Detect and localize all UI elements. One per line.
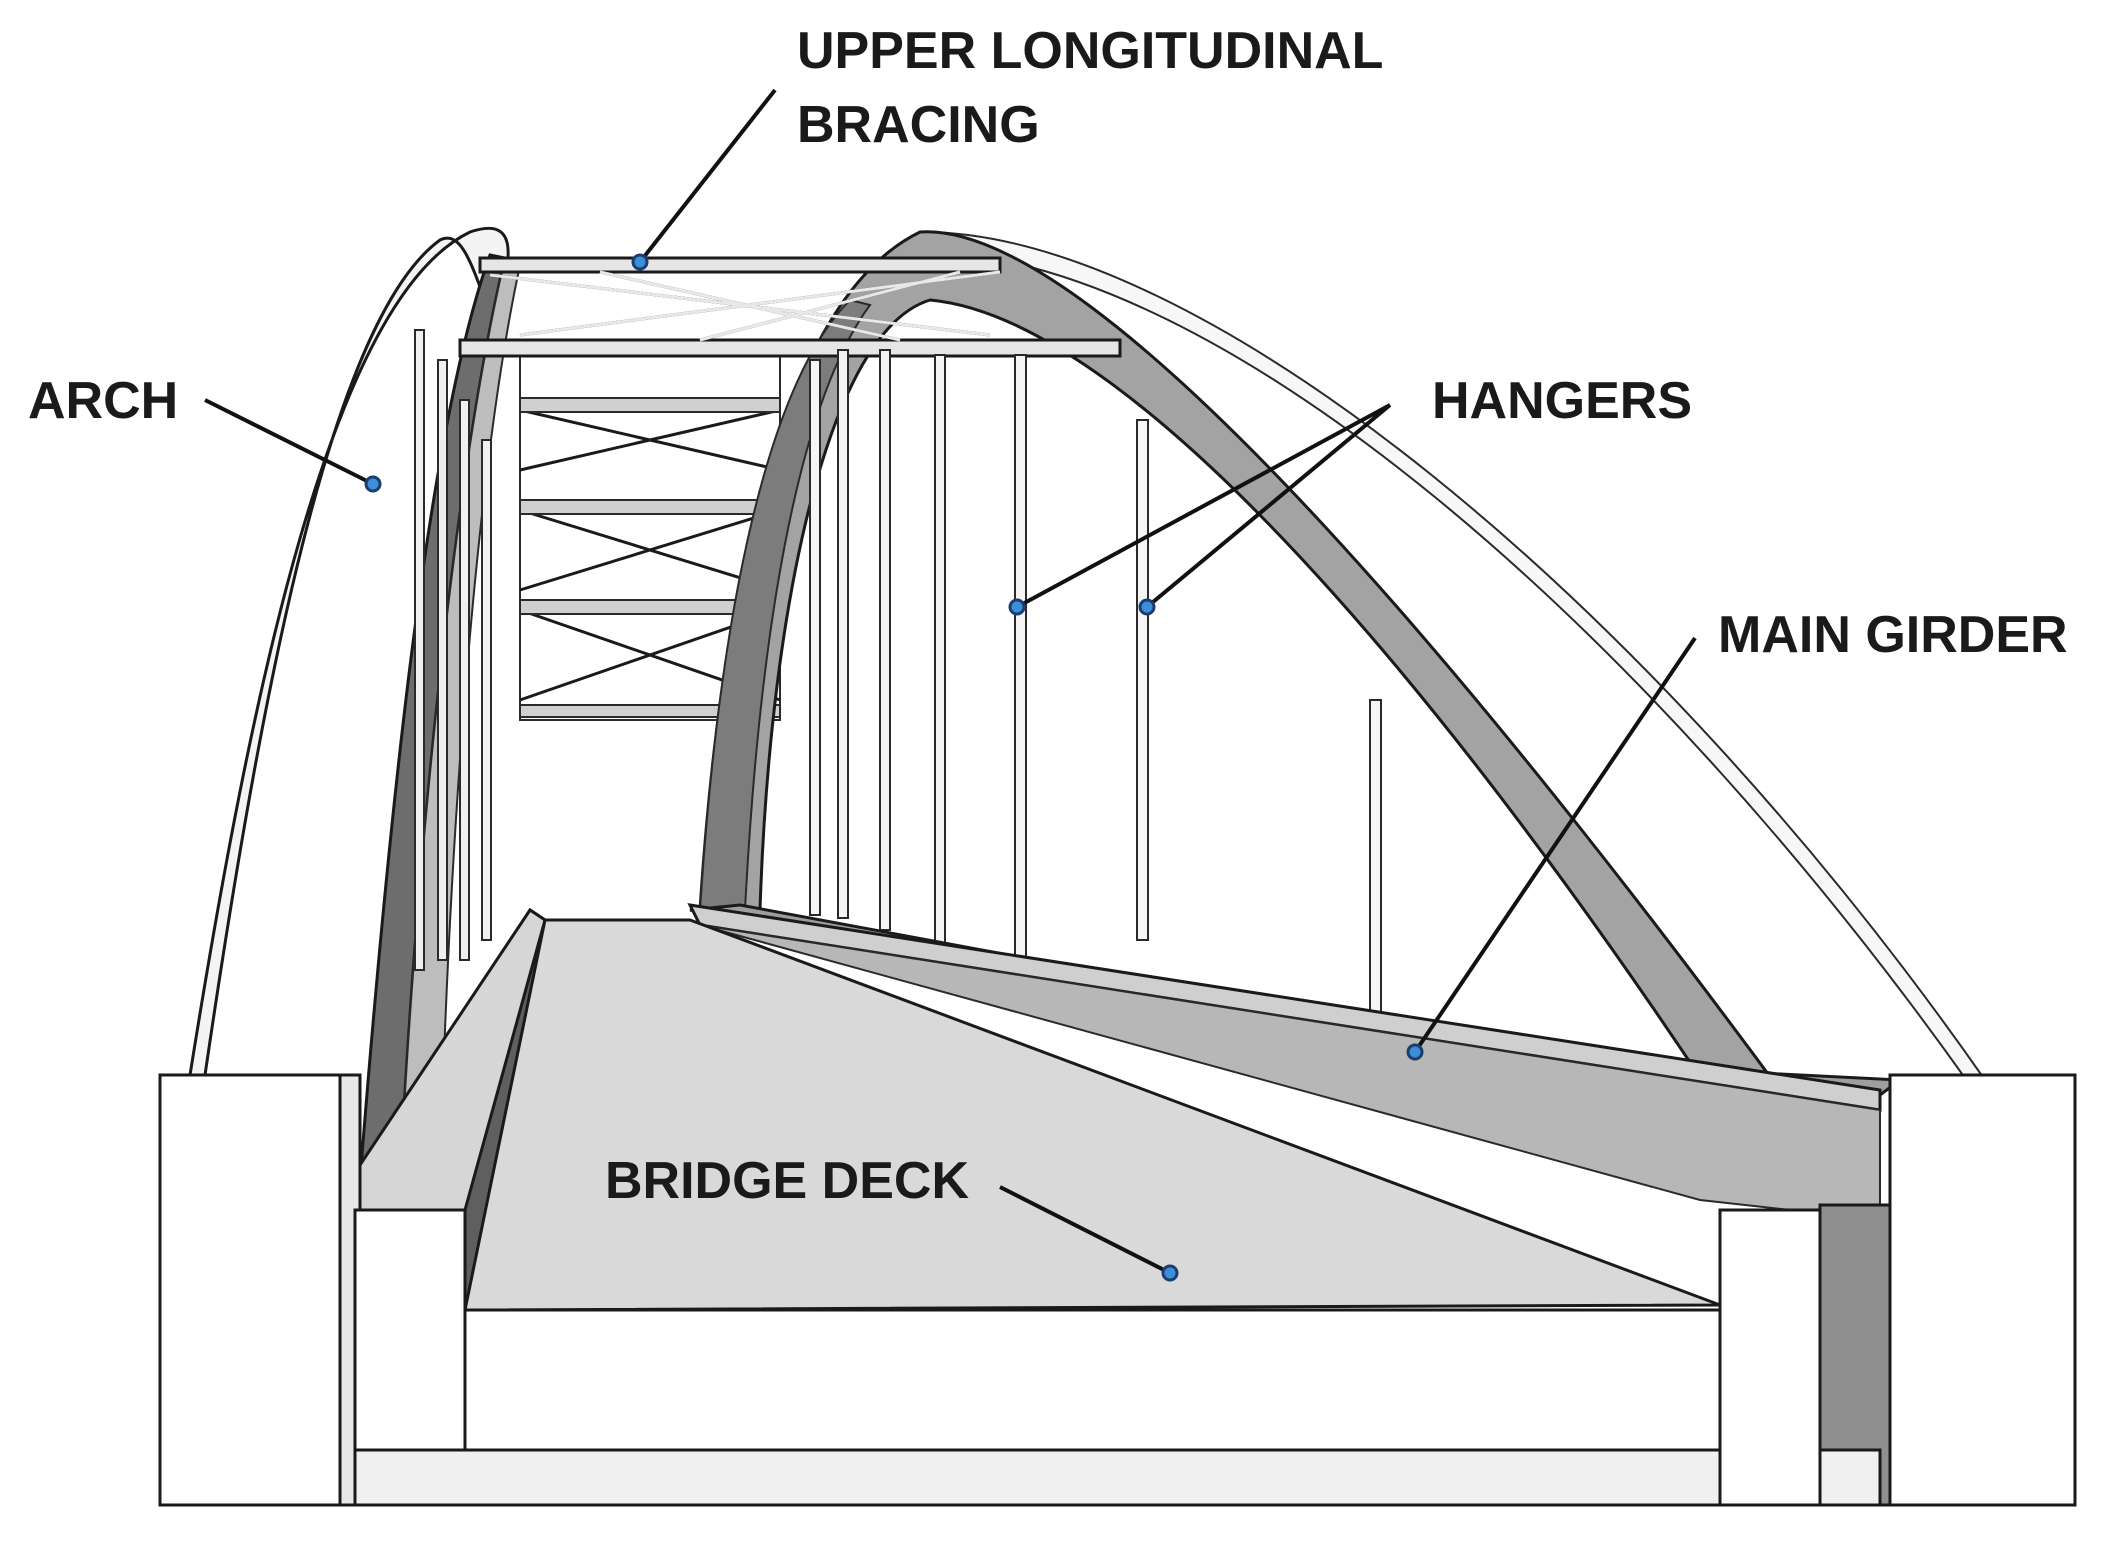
label-bridge-deck: BRIDGE DECK xyxy=(605,1152,969,1210)
label-upper-bracing-line2: BRACING xyxy=(797,96,1040,154)
left-abutment xyxy=(158,1073,362,1507)
label-hangers: HANGERS xyxy=(1432,372,1692,430)
marker-upper-bracing xyxy=(631,253,649,271)
leader-upper-bracing xyxy=(631,88,777,271)
deck-bottom-frame xyxy=(353,1208,1882,1507)
leader-hangers xyxy=(1008,403,1392,616)
marker-arch xyxy=(364,475,382,493)
marker-main-girder xyxy=(1406,1043,1424,1061)
leader-arch xyxy=(204,398,382,493)
right-arch-inner-face xyxy=(698,298,872,911)
left-hangers xyxy=(414,329,492,971)
right-hangers xyxy=(809,349,1382,1021)
marker-hanger-2 xyxy=(1138,598,1156,616)
leader-main-girder xyxy=(1406,636,1697,1061)
label-upper-bracing-line1: UPPER LONGITUDINAL xyxy=(797,22,1383,80)
upper-longitudinal-bracing xyxy=(458,256,1122,358)
label-arch: ARCH xyxy=(28,372,178,430)
leader-bridge-deck xyxy=(999,1185,1179,1282)
marker-hanger-1 xyxy=(1008,598,1026,616)
label-main-girder: MAIN GIRDER xyxy=(1718,606,2068,664)
marker-bridge-deck xyxy=(1161,1264,1179,1282)
